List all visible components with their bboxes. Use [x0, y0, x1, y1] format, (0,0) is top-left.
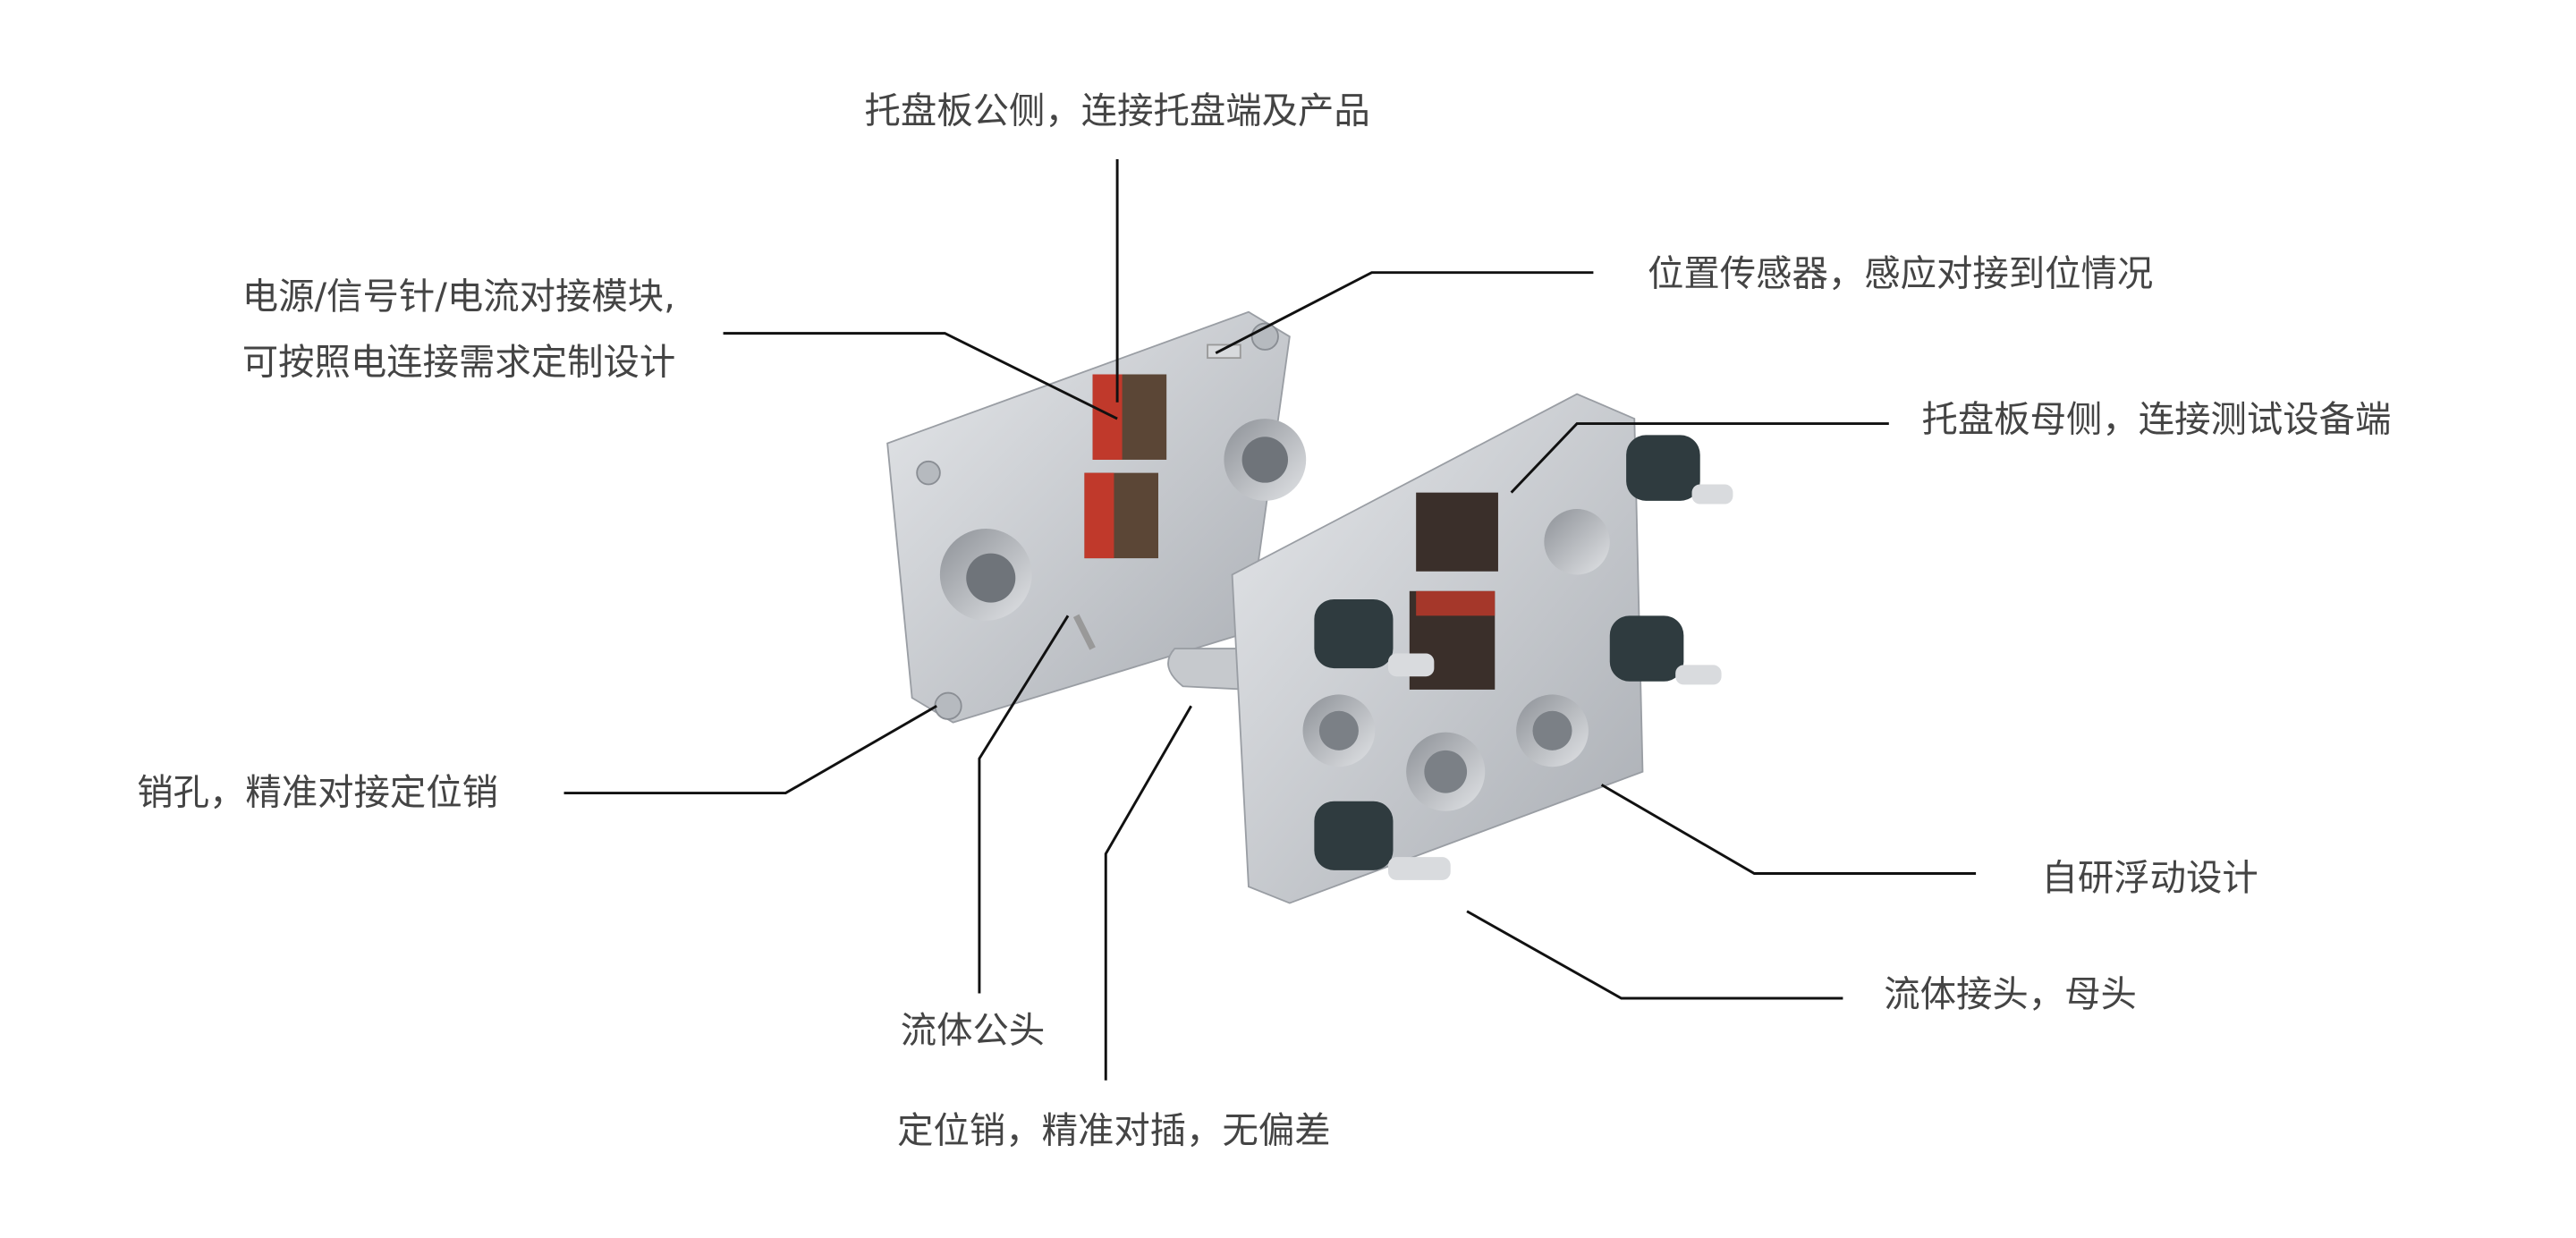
- leader-lines: [564, 159, 1977, 1081]
- floating-pins: [1314, 435, 1733, 880]
- label-locating-pin: 定位销，精准对插，无偏差: [897, 1110, 1331, 1152]
- fluid-female-connectors: [1302, 509, 1610, 811]
- label-pin-hole: 销孔，精准对接定位销: [137, 771, 498, 813]
- label-floating-design: 自研浮动设计: [2042, 857, 2258, 899]
- label-female-side: 托盘板母侧，连接测试设备端: [1922, 399, 2392, 441]
- label-fluid-male: 流体公头: [901, 1010, 1046, 1052]
- label-module-line1: 电源/信号针/电流对接模块,: [242, 276, 675, 318]
- label-position-sensor: 位置传感器，感应对接到位情况: [1648, 252, 2153, 294]
- label-male-side: 托盘板公侧，连接托盘端及产品: [864, 90, 1369, 132]
- female-tray-plate: [1231, 393, 1733, 904]
- label-module-line2: 可按照电连接需求定制设计: [242, 342, 676, 384]
- label-fluid-female: 流体接头，母头: [1884, 973, 2137, 1015]
- electrical-module: [1084, 374, 1167, 559]
- male-tray-plate: [886, 310, 1307, 724]
